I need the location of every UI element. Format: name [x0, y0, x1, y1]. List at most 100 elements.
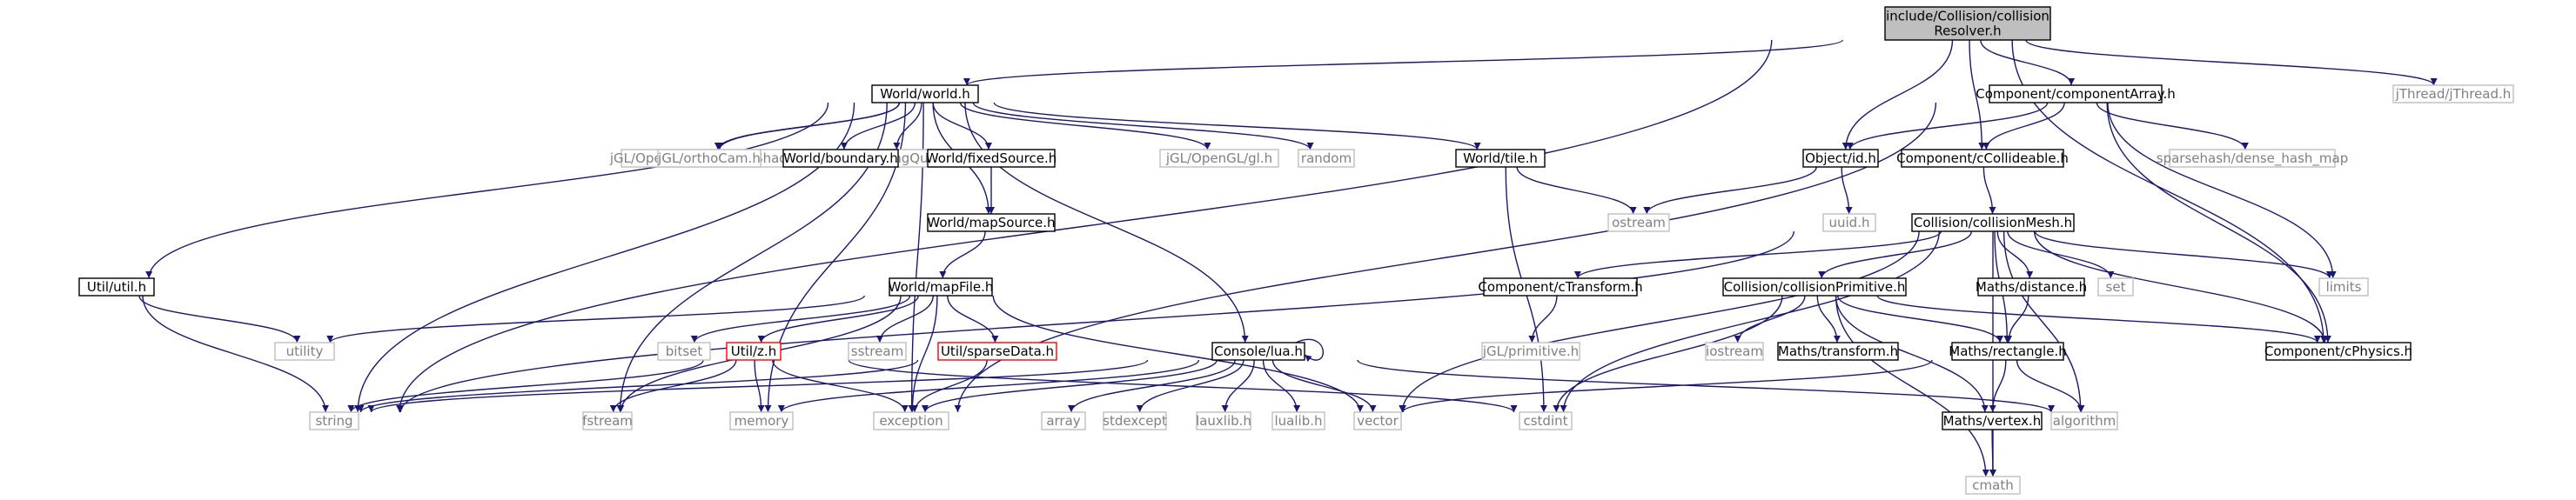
node-box [1777, 342, 1899, 361]
node-box [657, 149, 761, 168]
edge-collisionMesh-to-vector [1399, 230, 1920, 413]
edge-collisionMesh-to-distance [1996, 230, 2034, 279]
edge-lua-to-exception [922, 359, 1218, 413]
node-mapSource[interactable]: World/mapSource.h [927, 213, 1056, 232]
node-box [1211, 342, 1305, 361]
node-label: bitset [666, 343, 703, 359]
node-fixedSource[interactable]: World/fixedSource.h [926, 149, 1057, 168]
edge-world-to-random [972, 102, 1314, 150]
node-box [1705, 342, 1764, 361]
node-box [1455, 149, 1546, 168]
node-cCollideable[interactable]: Component/cCollideable.h [1896, 149, 2069, 168]
edge-world-to-jglgl [959, 102, 1211, 150]
node-box [1802, 149, 1879, 168]
edge-componentArray-to-cCollideable [1982, 102, 2065, 150]
node-sstream: sstream [848, 342, 907, 361]
node-jglgl: jGL/OpenGL/gl.h [1159, 149, 1279, 168]
edge-collisionPrimitive-to-vertex [1835, 295, 1989, 413]
edge-mapFile-to-bitset [690, 295, 911, 343]
node-stdexcept: stdexcept [1103, 411, 1167, 430]
node-tile[interactable]: World/tile.h [1455, 149, 1546, 168]
edge-world-to-fixedSource [932, 102, 992, 150]
node-objectId[interactable]: Object/id.h [1802, 149, 1879, 168]
edge-cTransform-to-primitive [1528, 295, 1558, 343]
node-label: jGL/OpenGL/gl.h [1165, 150, 1272, 166]
node-label: utility [286, 343, 324, 359]
node-box [1942, 411, 2043, 430]
node-label: sstream [851, 343, 903, 359]
node-label: Util/sparseData.h [941, 343, 1054, 359]
edge-vertex-to-cmath [1989, 429, 1996, 477]
edge-utilz-to-fstream [609, 359, 737, 413]
edge-sparseData-to-exception [910, 359, 988, 413]
edge-tile-to-ostream [1516, 166, 1637, 215]
node-label: include/Collision/collision [1886, 9, 2049, 24]
node-box [1196, 411, 1251, 430]
node-utilz[interactable]: Util/z.h [726, 342, 782, 361]
node-box [2050, 411, 2118, 430]
edge-collisionMesh-to-collisionPrimitive [1818, 230, 1973, 279]
edge-mapFile-to-sstream [875, 295, 934, 343]
node-world[interactable]: World/world.h [871, 84, 979, 103]
node-sparseData[interactable]: Util/sparseData.h [937, 342, 1057, 361]
node-label: jGL/primitive.h [1482, 343, 1579, 359]
node-box [1989, 84, 2163, 103]
node-label: fstream [582, 413, 633, 429]
node-collisionMesh[interactable]: Collision/collisionMesh.h [1911, 213, 2075, 232]
edge-root-to-cCollideable [1969, 39, 1986, 150]
edge-collisionMesh-to-algorithm [2002, 230, 2084, 413]
node-label: Component/cCollideable.h [1896, 150, 2069, 166]
node-label: Component/cPhysics.h [2264, 343, 2412, 359]
node-label: World/mapFile.h [889, 279, 994, 295]
node-memory: memory [729, 411, 794, 430]
node-label: Collision/collisionMesh.h [1914, 215, 2072, 230]
node-label: Maths/distance.h [1976, 279, 2087, 295]
edge-mapSource-to-mapFile [939, 230, 986, 279]
node-cTransform[interactable]: Component/cTransform.h [1478, 277, 1643, 297]
node-box [1103, 411, 1167, 430]
node-label: exception [879, 413, 943, 429]
node-collisionPrimitive[interactable]: Collision/collisionPrimitive.h [1722, 277, 1907, 297]
node-componentArray[interactable]: Component/componentArray.h [1976, 84, 2176, 103]
node-transform[interactable]: Maths/transform.h [1777, 342, 1899, 361]
node-limits: limits [2318, 277, 2369, 297]
edge-rectangle-to-vector [1399, 359, 1933, 413]
node-box [2169, 149, 2336, 168]
node-box [1298, 149, 1355, 168]
node-cPhysics[interactable]: Component/cPhysics.h [2264, 342, 2412, 361]
edge-root-to-objectId [1841, 39, 1954, 150]
node-rectangle[interactable]: Maths/rectangle.h [1949, 342, 2067, 361]
edge-collisionMesh-to-set [2007, 230, 2115, 279]
node-label: vector [1357, 413, 1399, 429]
edge-componentArray-to-sparsehash [2096, 102, 2249, 150]
node-mapFile[interactable]: World/mapFile.h [889, 277, 994, 297]
edge-collisionMesh-to-limits [2034, 230, 2333, 279]
node-util[interactable]: Util/util.h [78, 277, 155, 297]
node-box [309, 411, 359, 430]
node-label: set [2106, 279, 2126, 295]
node-vector: vector [1353, 411, 1402, 430]
edge-mapFile-to-exception [909, 295, 938, 413]
node-box [871, 84, 979, 103]
node-lua[interactable]: Console/lua.h [1211, 342, 1305, 361]
edge-lua-to-lualib [1262, 359, 1301, 413]
edges-layer [138, 39, 2438, 477]
node-algorithm: algorithm [2050, 411, 2118, 430]
node-vertex[interactable]: Maths/vertex.h [1942, 411, 2043, 430]
node-label: stdexcept [1103, 413, 1167, 429]
node-orthoCam: jGL/orthoCam.h [657, 149, 761, 168]
edge-lua-to-array [1068, 359, 1236, 413]
node-boundary[interactable]: World/boundary.h [782, 149, 899, 168]
node-box [1722, 277, 1907, 297]
edge-world-to-boundary [840, 102, 916, 150]
edge-root-to-string [396, 39, 1773, 413]
edge-collisionPrimitive-to-cPhysics [1876, 295, 2321, 343]
node-box [1353, 411, 1402, 430]
edge-componentArray-to-limits [2107, 102, 2337, 279]
node-distance[interactable]: Maths/distance.h [1976, 277, 2087, 297]
node-label: string [315, 413, 352, 429]
edge-root-to-componentArray [1980, 39, 2076, 86]
node-label: Maths/rectangle.h [1949, 343, 2066, 359]
node-label: Util/util.h [87, 279, 146, 295]
